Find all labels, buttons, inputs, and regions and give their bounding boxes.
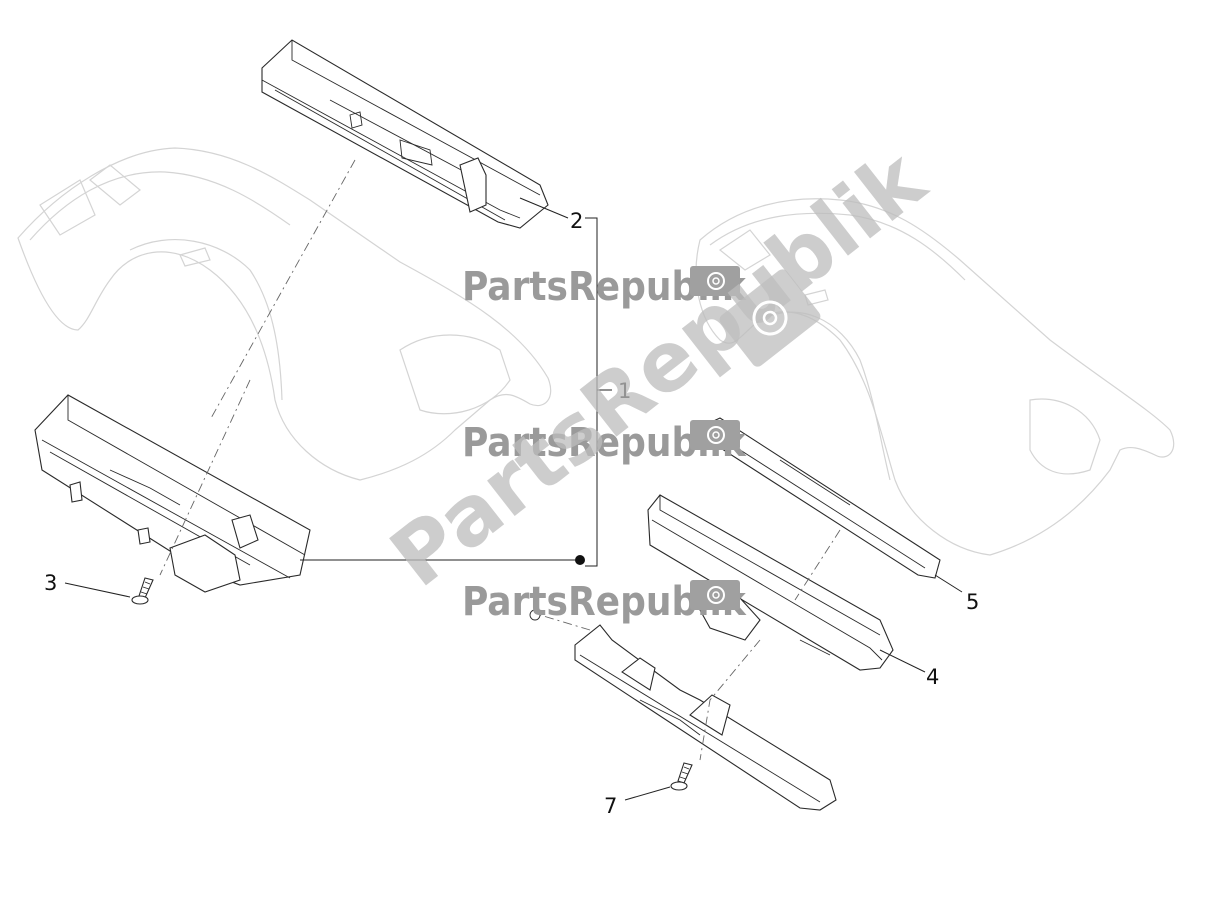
watermark-badge bbox=[690, 580, 740, 610]
part-1-instrument-assembly bbox=[34, 394, 311, 593]
alignment-lines bbox=[159, 159, 841, 761]
callout-1: 1 bbox=[618, 379, 631, 403]
leader-lines bbox=[64, 197, 963, 801]
gear-icon bbox=[707, 586, 725, 604]
part-7-screw bbox=[670, 762, 693, 791]
callout-4: 4 bbox=[926, 665, 939, 689]
gear-icon bbox=[707, 426, 725, 444]
watermark-badge bbox=[690, 266, 740, 296]
handlebar-cover-left-ghost bbox=[17, 147, 552, 481]
bullet-marker bbox=[575, 555, 585, 565]
watermark-badge bbox=[690, 420, 740, 450]
callout-7: 7 bbox=[604, 794, 617, 818]
watermark-bottom: PartsRepublik bbox=[462, 579, 747, 625]
callout-3: 3 bbox=[44, 571, 57, 595]
watermark-middle: PartsRepublik bbox=[462, 420, 747, 466]
part-3-screw bbox=[131, 577, 154, 605]
gear-icon bbox=[752, 300, 788, 336]
gear-icon bbox=[707, 272, 725, 290]
callout-2: 2 bbox=[570, 209, 583, 233]
watermark-diagonal-badge bbox=[719, 269, 821, 367]
part-lower-bracket bbox=[529, 609, 837, 811]
watermark-top: PartsRepublik bbox=[462, 264, 747, 310]
part-2-instrument-housing-top bbox=[261, 39, 549, 229]
callout-5: 5 bbox=[966, 590, 979, 614]
